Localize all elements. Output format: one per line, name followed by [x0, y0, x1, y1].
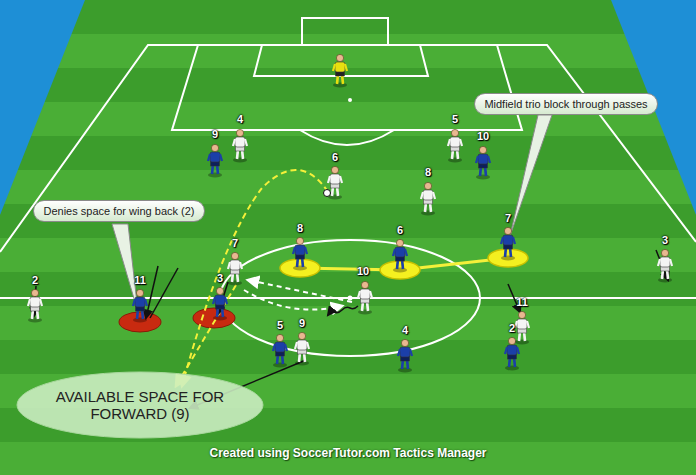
zone-text: AVAILABLE SPACE FOR FORWARD (9) [53, 388, 228, 423]
player-figure [333, 54, 347, 87]
player-number: 8 [297, 222, 303, 234]
player-number: 3 [217, 272, 223, 284]
watermark: Created using SoccerTutor.com Tactics Ma… [210, 446, 487, 460]
player-figure [658, 249, 672, 282]
space-zone: AVAILABLE SPACE FOR FORWARD (9) [16, 371, 264, 439]
player-number: 10 [477, 130, 489, 142]
player-number: 11 [516, 296, 528, 308]
pitch-stripe [0, 340, 696, 374]
player-figure [501, 227, 515, 260]
ball [324, 190, 331, 197]
player-figure [213, 287, 227, 320]
pitch-stripe [0, 272, 696, 306]
pitch-stripe [0, 34, 696, 68]
highlight-zones [119, 249, 528, 332]
callout-box: Denies space for wing back (2) [33, 200, 204, 222]
pitch-stripe [0, 238, 696, 272]
player-figure [393, 239, 407, 272]
player-figure [358, 281, 372, 314]
player-figure [295, 332, 309, 365]
pitch-stripe [0, 306, 696, 340]
player-number: 4 [402, 324, 408, 336]
player-number: 3 [662, 234, 668, 246]
player-number: 4 [237, 113, 243, 125]
player-figure [476, 146, 490, 179]
pitch-lines [0, 18, 696, 356]
player-figure [208, 144, 222, 177]
player-number: 10 [357, 265, 369, 277]
player-figure [293, 237, 307, 270]
player-figure [133, 289, 147, 322]
player-figure [233, 129, 247, 162]
player-figure [421, 182, 435, 215]
player-number: 8 [425, 166, 431, 178]
player-number: 7 [232, 237, 238, 249]
player-number: 9 [212, 128, 218, 140]
player-number: 9 [299, 317, 305, 329]
player-figure [515, 311, 529, 344]
players [28, 54, 672, 372]
callout-text: Denies space for wing back (2) [43, 205, 194, 217]
player-figure [273, 334, 287, 367]
player-number: 6 [397, 224, 403, 236]
player-number: 2 [32, 274, 38, 286]
player-figure [228, 252, 242, 285]
player-number: 11 [134, 274, 146, 286]
player-figure [398, 339, 412, 372]
player-number: 2 [509, 322, 515, 334]
callout-text: Midfield trio block through passes [484, 98, 647, 110]
callout-box: Midfield trio block through passes [474, 93, 657, 115]
player-number: 7 [505, 212, 511, 224]
player-figure [28, 289, 42, 322]
pitch-stripe [0, 136, 696, 170]
pitch-stripe [0, 170, 696, 204]
player-number: 5 [277, 319, 283, 331]
pitch-stripe [0, 442, 696, 475]
player-number: 5 [452, 113, 458, 125]
player-figure [448, 129, 462, 162]
player-number: 6 [332, 151, 338, 163]
